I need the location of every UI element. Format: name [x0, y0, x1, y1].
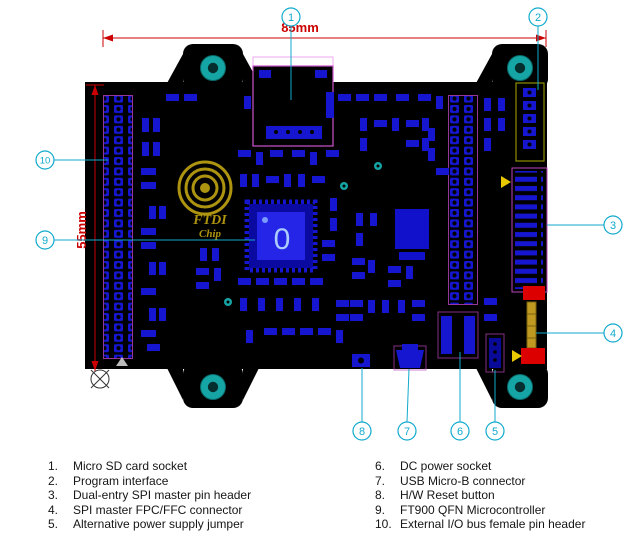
legend-item: 2. Program interface	[48, 474, 348, 489]
ftdi-logo: FTDI Chip	[177, 160, 233, 240]
callout-2-label: 2	[535, 12, 541, 24]
legend-item-label: FT900 QFN Microcontroller	[400, 502, 546, 517]
legend-column-left: 1. Micro SD card socket 2. Program inter…	[48, 459, 348, 532]
legend-column-right: 6. DC power socket 7. USB Micro-B connec…	[375, 459, 630, 532]
legend-item-label: Micro SD card socket	[73, 459, 188, 473]
legend-item-label: SPI master FPC/FFC connector	[73, 502, 243, 517]
mounting-hole-bottom-right	[507, 374, 533, 400]
legend-item-number: 9.	[375, 502, 386, 517]
dc-power-socket	[437, 311, 479, 359]
legend-item-number: 4.	[48, 502, 59, 517]
callout-7: 7	[397, 368, 417, 441]
callout-8-label: 8	[359, 426, 365, 438]
legend-item-number: 1.	[48, 459, 59, 473]
callout-4: 4	[536, 323, 623, 343]
mounting-hole-top-left	[200, 55, 226, 81]
callout-7-label: 7	[404, 426, 410, 438]
legend-item: 6. DC power socket	[375, 459, 630, 474]
legend-item-number: 5.	[48, 517, 59, 532]
callout-8: 8	[352, 368, 372, 441]
mounting-hole-top-right	[507, 55, 533, 81]
legend-item-label: USB Micro-B connector	[400, 473, 526, 488]
callout-4-label: 4	[610, 328, 616, 340]
datum-marker	[90, 369, 110, 389]
callout-2: 2	[528, 7, 548, 90]
callout-5-label: 5	[492, 426, 498, 438]
legend-item: 10. External I/O bus female pin header	[375, 517, 630, 532]
secondary-ic	[395, 209, 429, 260]
callout-10-label: 10	[40, 156, 51, 167]
fpc-ffc-connector	[521, 286, 545, 364]
callout-9-label: 9	[42, 235, 48, 247]
micro-sd-socket	[252, 56, 334, 147]
callout-9: 9	[35, 230, 255, 250]
legend-item-label: DC power socket	[400, 459, 492, 473]
spi-master-pin-header	[511, 167, 548, 293]
callout-1-label: 1	[288, 12, 294, 24]
legend-item-number: 3.	[48, 488, 59, 503]
external-io-pin-header	[103, 95, 133, 359]
logo-text-chip: Chip	[199, 228, 222, 240]
legend-item-number: 8.	[375, 488, 386, 503]
callout-1: 1	[281, 7, 301, 100]
legend-item: 5. Alternative power supply jumper	[48, 517, 348, 532]
callout-6-label: 6	[457, 426, 463, 438]
legend-item: 3. Dual-entry SPI master pin header	[48, 488, 348, 503]
legend-item-number: 10.	[375, 517, 392, 532]
ft900-qfn-microcontroller: 0	[244, 199, 318, 273]
qfn-marking: 0	[274, 223, 291, 256]
middle-pin-header	[448, 95, 478, 305]
callout-10: 10	[35, 150, 108, 170]
usb-micro-b-connector	[393, 344, 427, 371]
mounting-hole-bottom-left	[200, 374, 226, 400]
legend-item-label: Dual-entry SPI master pin header	[73, 488, 252, 503]
callout-5: 5	[485, 370, 505, 441]
vias	[224, 162, 382, 306]
legend-item-number: 2.	[48, 473, 59, 488]
legend-item: 7. USB Micro-B connector	[375, 474, 630, 489]
legend-item: 1. Micro SD card socket	[48, 459, 348, 474]
legend-item-number: 6.	[375, 459, 386, 473]
legend-item-label: H/W Reset button	[400, 488, 495, 503]
legend-item-label: Program interface	[73, 473, 169, 488]
logo-text-ftdi: FTDI	[192, 213, 227, 228]
dimension-height: 55mm	[74, 84, 104, 371]
legend-item-number: 7.	[375, 473, 386, 488]
callout-3: 3	[547, 215, 623, 235]
silkscreen-marks	[116, 176, 522, 366]
legend-item: 8. H/W Reset button	[375, 488, 630, 503]
board-diagram: FTDI Chip 0	[35, 7, 623, 441]
dimension-width: 85mm	[102, 20, 547, 47]
passive-components	[141, 94, 505, 351]
legend-item: 4. SPI master FPC/FFC connector	[48, 503, 348, 518]
callout-3-label: 3	[610, 220, 616, 232]
callout-6: 6	[450, 352, 470, 441]
legend-item-label: Alternative power supply jumper	[73, 517, 244, 532]
hw-reset-button	[352, 354, 370, 367]
legend-item-label: External I/O bus female pin header	[400, 517, 586, 532]
legend-item: 9. FT900 QFN Microcontroller	[375, 503, 630, 518]
program-interface-header	[515, 82, 545, 162]
dimension-height-label: 55mm	[74, 211, 89, 249]
